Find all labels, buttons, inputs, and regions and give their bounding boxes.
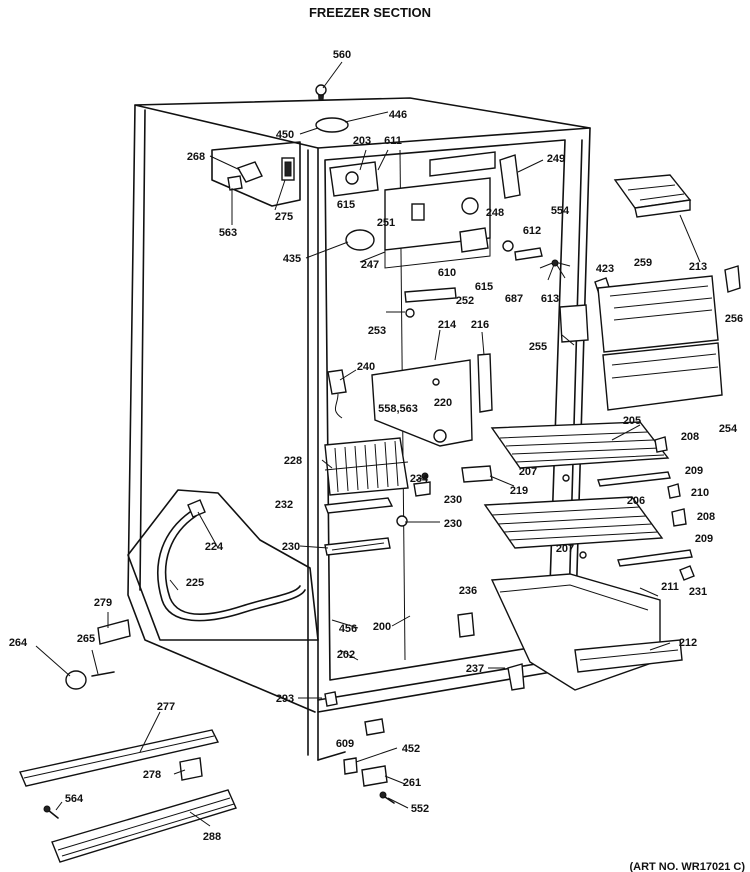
part-label-435: 435 [283, 253, 301, 265]
part-label-213: 213 [689, 261, 707, 273]
part-label-278: 278 [143, 769, 161, 781]
part-label-687: 687 [505, 293, 523, 305]
fan-and-accessories [539, 174, 741, 343]
part-label-265: 265 [77, 633, 95, 645]
part-label-610: 610 [438, 267, 456, 279]
part-label-207: 207 [556, 543, 574, 555]
part-label-277: 277 [157, 701, 175, 713]
part-label-609: 609 [336, 738, 354, 750]
part-label-228: 228 [284, 455, 302, 467]
evaporator-coil [324, 437, 409, 496]
ice-bin [597, 275, 723, 411]
part-label-234: 234 [410, 473, 429, 485]
part-label-279: 279 [94, 597, 112, 609]
part-label-259: 259 [634, 257, 652, 269]
part-label-209: 209 [695, 533, 713, 545]
page-title: FREEZER SECTION [309, 5, 431, 20]
part-label-210: 210 [691, 487, 709, 499]
part-label-264: 264 [9, 637, 28, 649]
wire-shelf-lower [483, 496, 693, 567]
part-label-615: 615 [475, 281, 493, 293]
part-label-208: 208 [681, 431, 699, 443]
part-label-230: 230 [282, 541, 300, 553]
part-label-558-563: 558,563 [378, 403, 418, 415]
part-label-237: 237 [466, 663, 484, 675]
part-label-452: 452 [402, 743, 420, 755]
part-label-293: 293 [276, 693, 294, 705]
part-label-208: 208 [697, 511, 715, 523]
part-label-268: 268 [187, 151, 205, 163]
part-label-423: 423 [596, 263, 614, 275]
control-housing [329, 151, 543, 303]
part-label-220: 220 [434, 397, 452, 409]
part-label-563: 563 [219, 227, 237, 239]
part-label-205: 205 [623, 415, 641, 427]
drain-tube-panel [127, 489, 319, 641]
part-label-206: 206 [627, 495, 645, 507]
part-label-615: 615 [337, 199, 355, 211]
part-label-216: 216 [471, 319, 489, 331]
part-label-230: 230 [444, 518, 462, 530]
part-label-554: 554 [551, 205, 570, 217]
bottom-parts [19, 612, 525, 863]
part-label-247: 247 [361, 259, 379, 271]
leader-lines [35, 61, 701, 827]
part-label-232: 232 [275, 499, 293, 511]
part-label-225: 225 [186, 577, 204, 589]
part-label-261: 261 [403, 777, 421, 789]
part-label-248: 248 [486, 207, 504, 219]
part-label-231: 231 [689, 586, 707, 598]
part-label-252: 252 [456, 295, 474, 307]
part-label-224: 224 [205, 541, 224, 553]
part-label-564: 564 [65, 793, 84, 805]
part-label-288: 288 [203, 831, 221, 843]
part-label-446: 446 [389, 109, 407, 121]
part-label-254: 254 [719, 423, 738, 435]
part-label-253: 253 [368, 325, 386, 337]
part-label-552: 552 [411, 803, 429, 815]
cabinet-outline [127, 97, 591, 761]
drain-parts [324, 497, 394, 556]
part-label-207: 207 [519, 466, 537, 478]
art-number: (ART NO. WR17021 C) [629, 861, 745, 872]
part-label-456: 456 [339, 623, 357, 635]
part-label-613: 613 [541, 293, 559, 305]
part-label-251: 251 [377, 217, 395, 229]
part-label-214: 214 [438, 319, 457, 331]
part-label-249: 249 [547, 153, 565, 165]
part-label-255: 255 [529, 341, 547, 353]
part-label-236: 236 [459, 585, 477, 597]
part-label-203: 203 [353, 135, 371, 147]
part-label-202: 202 [337, 649, 355, 661]
shelf-clips [396, 436, 695, 581]
part-label-211: 211 [661, 581, 679, 593]
part-label-256: 256 [725, 313, 743, 325]
part-labels: 560 446 450 203 611 268 249 615 248 554 275 251 563 6… [9, 49, 743, 843]
top-controls [227, 84, 349, 191]
part-label-212: 212 [679, 637, 697, 649]
part-label-240: 240 [357, 361, 375, 373]
part-label-275: 275 [275, 211, 293, 223]
part-label-612: 612 [523, 225, 541, 237]
part-label-560: 560 [333, 49, 351, 61]
part-label-219: 219 [510, 485, 528, 497]
part-label-611: 611 [384, 135, 402, 147]
part-label-209: 209 [685, 465, 703, 477]
evaporator-cover [327, 308, 493, 447]
part-label-230: 230 [444, 494, 462, 506]
part-label-200: 200 [373, 621, 391, 633]
part-label-450: 450 [276, 129, 294, 141]
